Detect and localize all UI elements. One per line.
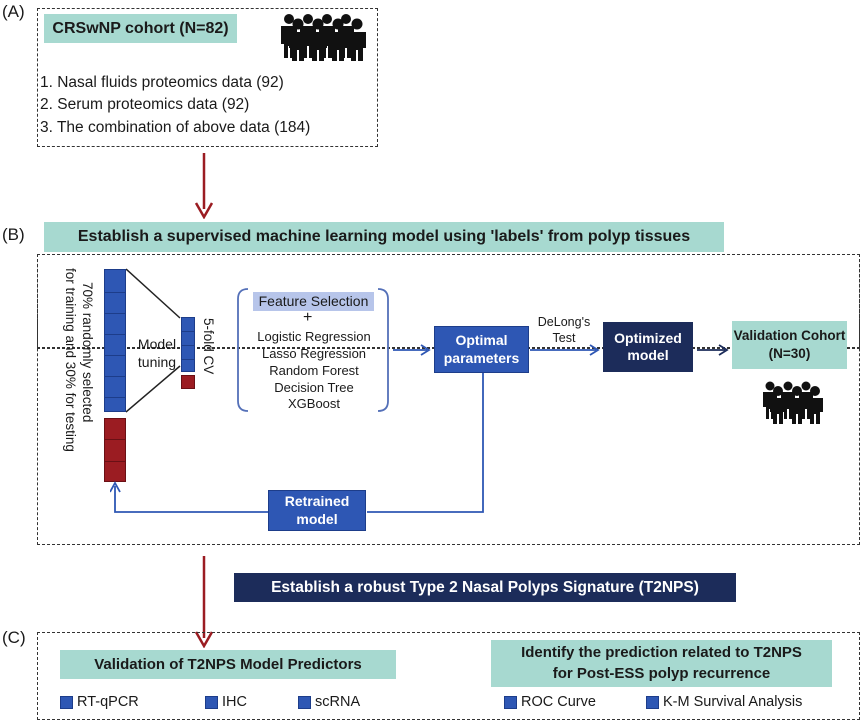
optimized-line1: Optimized — [614, 329, 682, 346]
blue-square-icon — [298, 695, 311, 709]
data-item-2: 2. Serum proteomics data (92) — [40, 96, 250, 113]
method-km-survival-label: K-M Survival Analysis — [663, 694, 803, 710]
cv-train-folds — [181, 317, 195, 372]
plus-sign: + — [303, 309, 313, 326]
validation-line1: Validation Cohort — [733, 327, 846, 343]
validation-people-icon — [763, 381, 823, 424]
model-tuning-line2: tuning — [137, 353, 177, 370]
validation-predictors-title: Validation of T2NPS Model Predictors — [60, 650, 396, 679]
blue-square-icon — [504, 695, 517, 709]
panel-c-label: (C) — [2, 628, 26, 647]
delong-line2: Test — [552, 330, 576, 345]
panel-a-box — [37, 8, 378, 147]
model-brackets — [237, 288, 389, 412]
optimized-line2: model — [627, 347, 669, 363]
prediction-title: Identify the prediction related to T2NPS… — [491, 640, 832, 687]
retrained-line2: model — [296, 510, 338, 527]
model-logistic-regression: Logistic Regression — [257, 329, 371, 344]
feature-selection-label: Feature Selection — [253, 292, 374, 311]
prediction-title-line2: for Post-ESS polyp recurrence — [552, 664, 771, 682]
data-item-1: 1. Nasal fluids proteomics data (92) — [40, 74, 284, 91]
method-roc-curve-label: ROC Curve — [521, 694, 596, 710]
people-group-icon — [281, 14, 366, 61]
model-random-forest: Random Forest — [269, 363, 359, 378]
validation-line2: (N=30) — [768, 346, 811, 361]
signature-banner: Establish a robust Type 2 Nasal Polyps S… — [234, 573, 736, 602]
method-rt-qpcr-label: RT-qPCR — [77, 694, 139, 710]
panel-b-title: Establish a supervised machine learning … — [44, 222, 724, 252]
model-tuning-line1: Model — [137, 336, 177, 352]
method-ihc-label: IHC — [222, 694, 247, 710]
method-rt-qpcr: RT-qPCR — [60, 694, 139, 710]
method-roc-curve: ROC Curve — [504, 694, 596, 710]
optimal-line1: Optimal — [455, 332, 508, 348]
panel-a-label: (A) — [2, 2, 25, 21]
model-lasso-regression: Lasso Regression — [261, 346, 367, 361]
validation-cohort-box: Validation Cohort (N=30) — [732, 321, 847, 369]
method-km-survival: K-M Survival Analysis — [646, 694, 802, 710]
retrain-feedback-arrow — [110, 373, 484, 513]
retrained-line1: Retrained — [284, 493, 350, 509]
arrow-to-optimized — [530, 344, 600, 356]
panel-b-label: (B) — [2, 225, 25, 244]
optimal-line2: parameters — [443, 349, 520, 366]
method-scrna-label: scRNA — [315, 694, 361, 710]
prediction-title-line1: Identify the prediction related to T2NPS — [521, 644, 802, 662]
method-scrna: scRNA — [298, 694, 360, 710]
delong-line1: DeLong's — [537, 315, 591, 329]
data-item-3: 3. The combination of above data (184) — [40, 119, 311, 136]
blue-square-icon — [60, 695, 73, 709]
model-decision-tree: Decision Tree — [274, 380, 354, 395]
down-arrow-a-b — [194, 153, 214, 219]
blue-square-icon — [205, 695, 218, 709]
method-ihc: IHC — [205, 694, 247, 710]
training-split-bar — [104, 269, 126, 412]
model-xgboost: XGBoost — [287, 396, 341, 411]
panel-c-box — [37, 632, 860, 720]
cv-test-fold — [181, 375, 195, 389]
panel-b-box — [37, 254, 860, 545]
cohort-title: CRSwNP cohort (N=82) — [44, 14, 237, 43]
down-arrow-b-c — [194, 556, 214, 648]
arrow-to-validation — [697, 344, 729, 356]
blue-square-icon — [646, 695, 659, 709]
arrow-to-optimal — [393, 344, 431, 356]
tuning-funnel — [126, 268, 181, 413]
